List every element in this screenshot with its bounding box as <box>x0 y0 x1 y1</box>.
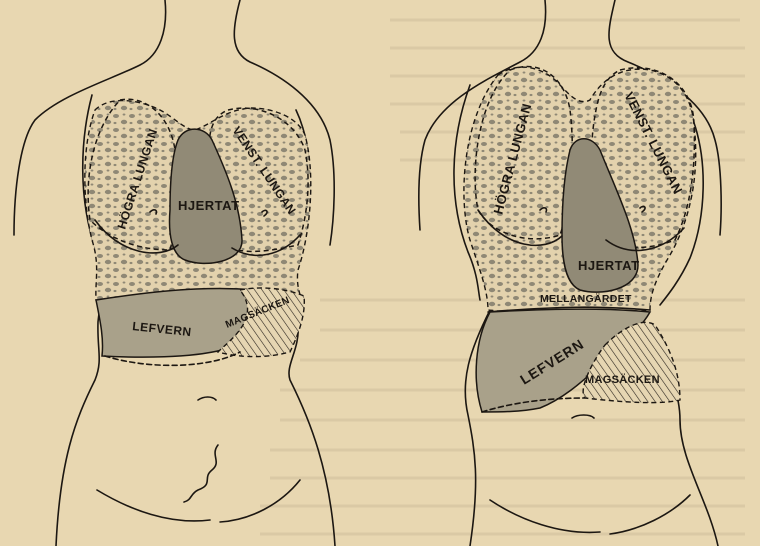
left-heart-label: HJERTAT <box>178 198 240 213</box>
right-heart-label: HJERTAT <box>578 258 640 273</box>
right-stomach-label: MAGSÄCKEN <box>585 373 660 386</box>
right-diaphragm-label: MELLANGÄRDET <box>540 292 632 305</box>
